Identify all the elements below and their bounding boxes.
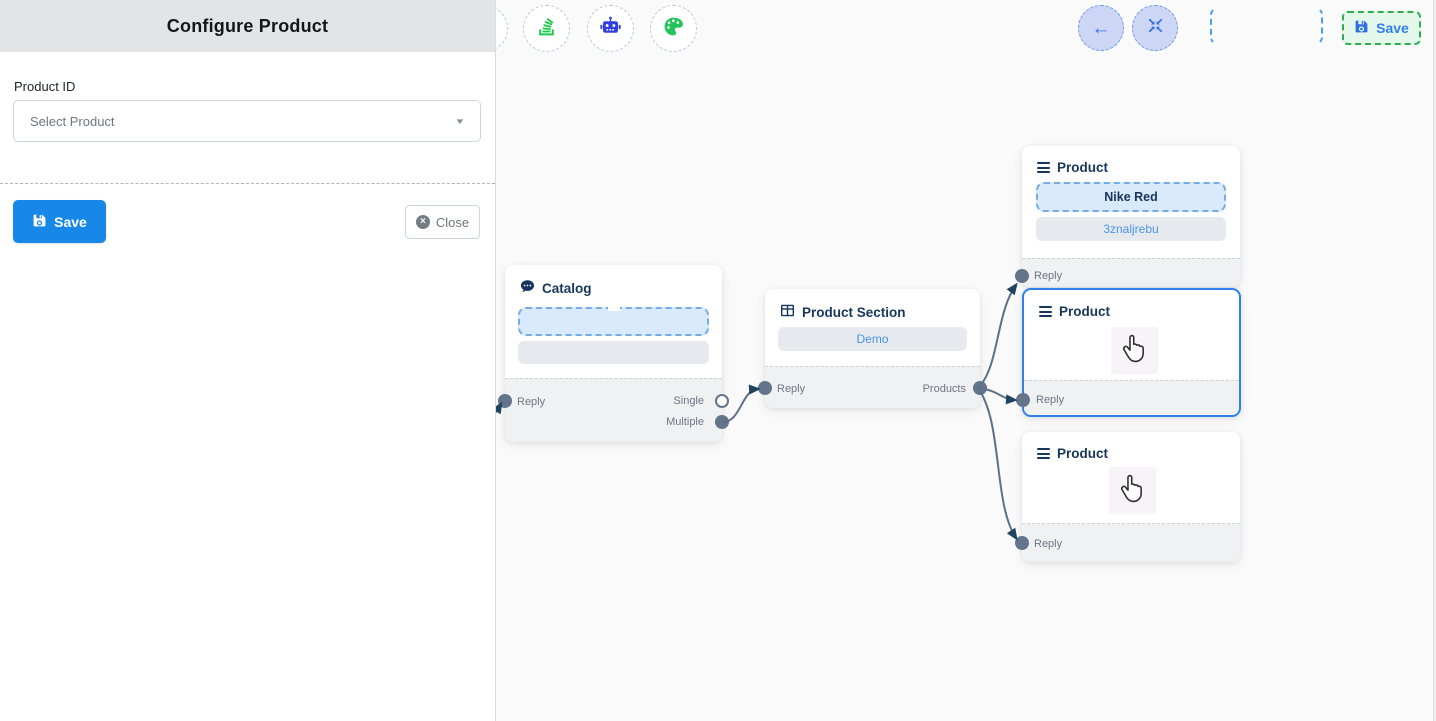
hand-cursor-icon bbox=[1117, 473, 1148, 509]
menu-icon bbox=[1039, 306, 1052, 317]
empty-toolbar-slot[interactable] bbox=[1210, 7, 1323, 45]
edge-products-to-product3 bbox=[977, 387, 1018, 541]
cursor-spot bbox=[1111, 327, 1158, 374]
node-product-section-footer: Reply Products bbox=[765, 366, 980, 408]
port-label-reply: Reply bbox=[517, 396, 546, 408]
close-icon: × bbox=[415, 215, 430, 229]
handle-catalog-multiple[interactable] bbox=[715, 415, 729, 429]
save-icon bbox=[32, 213, 47, 231]
node-title: Product Section bbox=[802, 304, 906, 320]
panel-save-label: Save bbox=[54, 213, 87, 230]
toolbar-button-theme[interactable] bbox=[650, 5, 697, 52]
chat-icon bbox=[520, 279, 535, 297]
palette-icon bbox=[663, 16, 684, 42]
node-title: Product bbox=[1057, 160, 1109, 175]
port-label-multiple: Multiple bbox=[666, 416, 704, 428]
node-title: Catalog bbox=[542, 280, 592, 296]
flow-save-label: Save bbox=[1376, 20, 1409, 36]
catalog-secondary-field[interactable] bbox=[518, 341, 709, 364]
handle-product-2-reply[interactable] bbox=[1016, 393, 1030, 407]
node-product-1-footer: Reply bbox=[1022, 258, 1240, 287]
panel-save-button[interactable]: Save bbox=[13, 200, 106, 243]
node-product-1-header: Product bbox=[1022, 146, 1240, 175]
handle-section-reply[interactable] bbox=[758, 381, 772, 395]
menu-icon bbox=[1037, 162, 1050, 173]
product-1-value-field[interactable]: Nike Red bbox=[1036, 182, 1226, 212]
node-title: Product bbox=[1059, 304, 1111, 319]
handle-product-1-reply[interactable] bbox=[1015, 269, 1029, 283]
back-arrow-icon: ← bbox=[1091, 17, 1111, 39]
panel-title: Configure Product bbox=[0, 0, 495, 52]
flow-save-button[interactable]: Save bbox=[1342, 11, 1421, 45]
node-product-3-footer: Reply bbox=[1022, 523, 1240, 562]
port-label-reply: Reply bbox=[1036, 394, 1065, 406]
toolbar-button-stack[interactable] bbox=[523, 5, 570, 52]
panel-close-button[interactable]: × Close bbox=[405, 205, 480, 239]
handle-product-3-reply[interactable] bbox=[1015, 536, 1029, 550]
product-id-select[interactable]: Select Product ▼ bbox=[13, 100, 481, 142]
handle-catalog-reply[interactable] bbox=[498, 394, 512, 408]
menu-icon bbox=[1037, 448, 1050, 459]
compress-icon bbox=[1147, 17, 1164, 39]
table-icon bbox=[780, 303, 795, 321]
node-product-3-header: Product bbox=[1022, 432, 1240, 461]
handle-section-products[interactable] bbox=[973, 381, 987, 395]
node-product-2-footer: Reply bbox=[1024, 380, 1239, 415]
panel-divider bbox=[0, 183, 495, 184]
product-1-id-field[interactable]: 3znaljrebu bbox=[1036, 217, 1226, 241]
node-catalog[interactable]: Catalog Reply Single Multiple bbox=[498, 265, 729, 442]
edge-products-to-product1 bbox=[977, 282, 1018, 389]
window-scrollbar[interactable] bbox=[1433, 0, 1436, 721]
port-label-reply: Reply bbox=[1034, 270, 1063, 282]
port-label-reply: Reply bbox=[1034, 538, 1063, 550]
node-product-2[interactable]: Product Reply bbox=[1016, 288, 1241, 417]
panel-close-label: Close bbox=[435, 214, 470, 230]
cursor-spot bbox=[1109, 467, 1156, 514]
port-label-reply: Reply bbox=[777, 383, 806, 395]
node-catalog-header: Catalog bbox=[505, 265, 722, 297]
node-catalog-footer: Reply Single Multiple bbox=[505, 378, 722, 442]
save-icon bbox=[1354, 19, 1369, 37]
select-placeholder: Select Product bbox=[30, 113, 115, 129]
product-id-label: Product ID bbox=[14, 79, 76, 94]
node-product-1[interactable]: Product Nike Red 3znaljrebu Reply bbox=[1015, 146, 1240, 287]
robot-icon bbox=[599, 16, 622, 41]
node-product-2-header: Product bbox=[1024, 290, 1239, 319]
configure-product-panel: Configure Product Product ID Select Prod… bbox=[0, 0, 496, 721]
node-product-3[interactable]: Product Reply bbox=[1015, 432, 1240, 562]
product-1-value: Nike Red bbox=[1104, 190, 1158, 204]
node-title: Product bbox=[1057, 446, 1109, 461]
section-value: Demo bbox=[856, 332, 889, 346]
node-product-section-header: Product Section bbox=[765, 289, 980, 321]
section-value-field[interactable]: Demo bbox=[778, 327, 967, 351]
handle-catalog-single[interactable] bbox=[715, 394, 729, 408]
back-button[interactable]: ← bbox=[1078, 5, 1124, 51]
notch bbox=[607, 306, 620, 311]
product-1-id: 3znaljrebu bbox=[1103, 222, 1159, 236]
node-product-section[interactable]: Product Section Demo Reply Products bbox=[758, 289, 987, 408]
stack-icon bbox=[536, 16, 557, 42]
chevron-down-icon: ▼ bbox=[454, 116, 466, 126]
hand-cursor-icon bbox=[1119, 333, 1150, 369]
port-label-products: Products bbox=[922, 383, 966, 395]
catalog-drop-field[interactable] bbox=[518, 306, 709, 336]
fit-view-button[interactable] bbox=[1132, 5, 1178, 51]
toolbar-button-bot[interactable] bbox=[587, 5, 634, 52]
port-label-single: Single bbox=[673, 395, 704, 407]
